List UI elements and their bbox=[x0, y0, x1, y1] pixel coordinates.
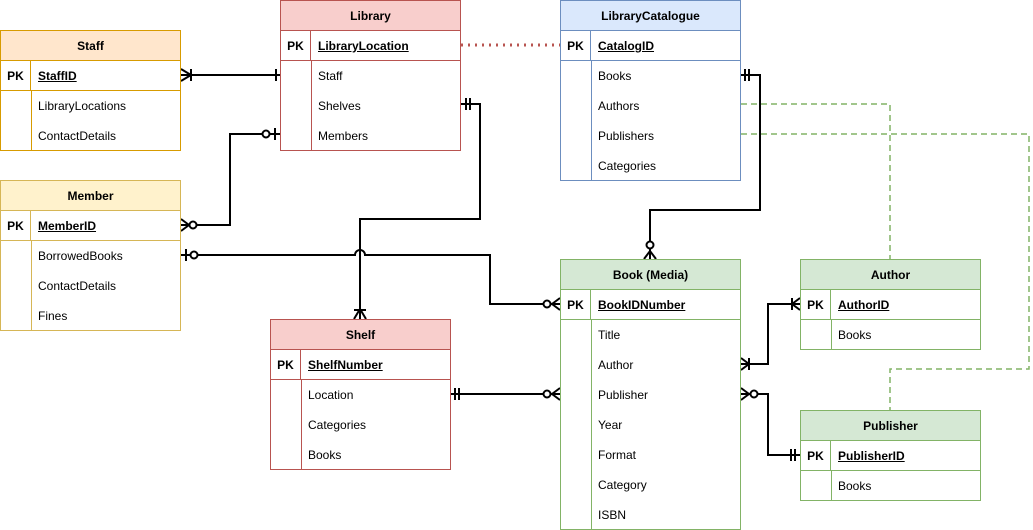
shelf-entity[interactable]: Shelf PK ShelfNumber Location Categories… bbox=[270, 319, 451, 470]
staff-entity[interactable]: Staff PK StaffID LibraryLocations Contac… bbox=[0, 30, 181, 151]
author-one-or-many-marker bbox=[790, 297, 801, 311]
entity-title: Member bbox=[1, 181, 180, 211]
attribute-row: Publishers bbox=[598, 129, 655, 143]
attribute-row: Books bbox=[308, 448, 342, 462]
pk-field: CatalogID bbox=[598, 39, 655, 53]
entity-title: Book (Media) bbox=[561, 260, 740, 290]
primary-key-row: PK LibraryLocation bbox=[281, 31, 460, 61]
attribute-row: Categories bbox=[598, 159, 657, 173]
attribute-row: ContactDetails bbox=[38, 129, 117, 143]
shelf-one-or-many-marker bbox=[353, 307, 367, 320]
library-entity[interactable]: Library PK LibraryLocation Staff Shelves… bbox=[280, 0, 461, 151]
book-zero-or-many-marker bbox=[550, 297, 561, 311]
entity-title: LibraryCatalogue bbox=[561, 1, 740, 31]
book-zero-or-many-marker-3 bbox=[550, 387, 561, 401]
entity-title: Library bbox=[281, 1, 460, 31]
pk-field: MemberID bbox=[38, 219, 97, 233]
book-one-or-many-marker bbox=[740, 357, 751, 371]
pk-label: PK bbox=[561, 290, 591, 319]
member-book-edge bbox=[181, 249, 560, 305]
pk-label: PK bbox=[271, 350, 301, 379]
primary-key-row: PK BookIDNumber bbox=[561, 290, 740, 320]
library-exactly-one-marker-2 bbox=[465, 98, 471, 110]
book-zero-or-many-marker-2 bbox=[643, 249, 657, 260]
attribute-row: Authors bbox=[598, 99, 640, 113]
book-author-edge bbox=[741, 303, 800, 365]
catalogue-book-edge bbox=[649, 74, 761, 259]
pk-field: BookIDNumber bbox=[598, 298, 686, 312]
entity-title: Shelf bbox=[271, 320, 450, 350]
primary-key-row: PK AuthorID bbox=[801, 290, 980, 320]
pk-field: LibraryLocation bbox=[318, 39, 409, 53]
attribute-row: Format bbox=[598, 448, 637, 462]
staff-one-or-many-marker bbox=[180, 68, 193, 82]
book-entity[interactable]: Book (Media) PK BookIDNumber Title Autho… bbox=[560, 259, 741, 530]
entity-title: Staff bbox=[1, 31, 180, 61]
primary-key-row: PK CatalogID bbox=[561, 31, 740, 61]
attribute-row: Title bbox=[598, 328, 621, 342]
attribute-row: Category bbox=[598, 478, 647, 492]
pk-field: PublisherID bbox=[838, 449, 905, 463]
attribute-row: Fines bbox=[38, 309, 68, 323]
pk-label: PK bbox=[561, 31, 591, 60]
primary-key-row: PK MemberID bbox=[1, 211, 180, 241]
shelf-exactly-one-marker bbox=[454, 388, 460, 400]
catalogue-exactly-one-marker bbox=[744, 69, 750, 81]
catalogue-author-link bbox=[741, 103, 891, 259]
entity-title: Publisher bbox=[801, 411, 980, 441]
pk-label: PK bbox=[281, 31, 311, 60]
attribute-row: Members bbox=[318, 129, 369, 143]
pk-label: PK bbox=[1, 61, 31, 90]
attribute-row: Staff bbox=[318, 69, 343, 83]
library-shelf-edge bbox=[359, 103, 481, 319]
attribute-row: ISBN bbox=[598, 508, 627, 522]
primary-key-row: PK StaffID bbox=[1, 61, 180, 91]
pk-field: AuthorID bbox=[838, 298, 890, 312]
pk-label: PK bbox=[801, 441, 831, 470]
member-entity[interactable]: Member PK MemberID BorrowedBooks Contact… bbox=[0, 180, 181, 331]
publisher-exactly-one-marker bbox=[790, 449, 796, 461]
library-catalogue-entity[interactable]: LibraryCatalogue PK CatalogID Books Auth… bbox=[560, 0, 741, 181]
publisher-entity[interactable]: Publisher PK PublisherID Books bbox=[800, 410, 981, 501]
attribute-row: BorrowedBooks bbox=[38, 249, 123, 263]
member-library-edge bbox=[181, 133, 280, 226]
book-publisher-edge bbox=[741, 393, 800, 456]
attribute-row: Publisher bbox=[598, 388, 649, 402]
author-entity[interactable]: Author PK AuthorID Books bbox=[800, 259, 981, 350]
pk-label: PK bbox=[801, 290, 831, 319]
attribute-row: Books bbox=[838, 328, 872, 342]
catalogue-publisher-link bbox=[741, 133, 1030, 410]
attribute-row: Author bbox=[598, 358, 634, 372]
attribute-row: Categories bbox=[308, 418, 367, 432]
pk-label: PK bbox=[1, 211, 31, 240]
attribute-row: ContactDetails bbox=[38, 279, 117, 293]
attribute-row: Books bbox=[598, 69, 632, 83]
pk-field: ShelfNumber bbox=[308, 358, 383, 372]
pk-field: StaffID bbox=[38, 69, 77, 83]
attribute-row: Location bbox=[308, 388, 354, 402]
entity-title: Author bbox=[801, 260, 980, 290]
attribute-row: Shelves bbox=[318, 99, 361, 113]
attribute-row: LibraryLocations bbox=[38, 99, 127, 113]
primary-key-row: PK PublisherID bbox=[801, 441, 980, 471]
attribute-row: Year bbox=[598, 418, 623, 432]
book-zero-or-many-marker-4 bbox=[740, 387, 751, 401]
primary-key-row: PK ShelfNumber bbox=[271, 350, 450, 380]
attribute-row: Books bbox=[838, 479, 872, 493]
